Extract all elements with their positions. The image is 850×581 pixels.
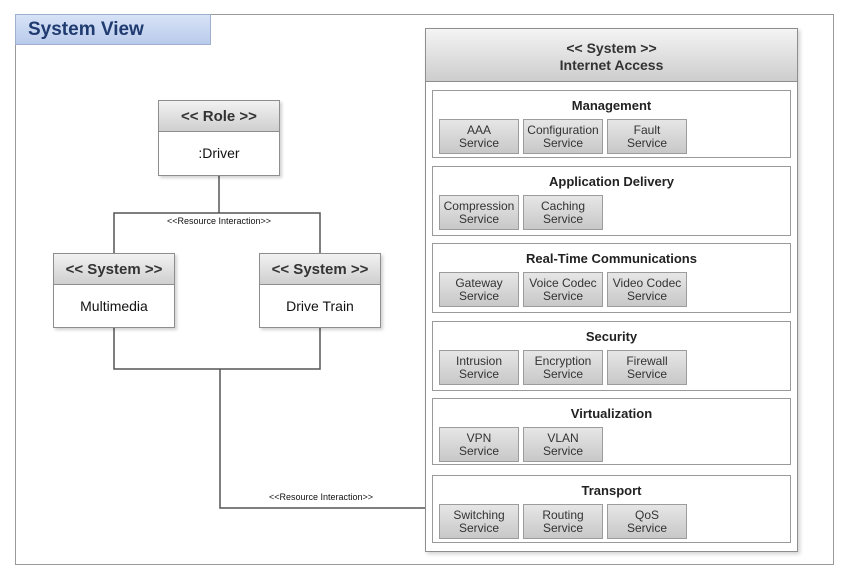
role-stereotype: << Role >> xyxy=(159,101,279,132)
drivetrain-stereotype: << System >> xyxy=(260,254,380,285)
service-kind: Service xyxy=(626,289,667,303)
group-title: Management xyxy=(571,98,652,113)
group-title: Virtualization xyxy=(570,406,653,421)
service-name: Firewall xyxy=(626,354,668,368)
service-name: Fault xyxy=(633,123,661,137)
internet-system-name: Internet Access xyxy=(559,57,664,73)
service-kind: Service xyxy=(626,136,667,150)
service-name: Compression xyxy=(443,199,515,213)
service-name: AAA xyxy=(466,123,491,137)
service-name: Video Codec xyxy=(612,276,682,290)
service-name: Routing xyxy=(542,508,584,522)
service-kind: Service xyxy=(542,521,583,535)
view-title-tab[interactable]: System View xyxy=(15,14,211,45)
service-name: Voice Codec xyxy=(529,276,597,290)
service-kind: Service xyxy=(458,289,499,303)
service-kind: Service xyxy=(458,136,499,150)
group-title: Application Delivery xyxy=(549,174,674,189)
service-kind: Service xyxy=(542,289,583,303)
service-kind: Service xyxy=(458,521,499,535)
service-kind: Service xyxy=(458,444,499,458)
internet-system-stereotype: << System >> xyxy=(566,40,657,56)
service-name: Intrusion xyxy=(455,354,503,368)
service-kind: Service xyxy=(542,212,583,226)
service-kind: Service xyxy=(626,521,667,535)
service-name: VLAN xyxy=(547,431,579,445)
service-kind: Service xyxy=(542,444,583,458)
internet-system-header: << System >> Internet Access xyxy=(426,29,797,82)
service-name: VPN xyxy=(466,431,492,445)
drivetrain-system-node[interactable]: << System >> Drive Train xyxy=(259,253,381,328)
group-title: Transport xyxy=(581,483,642,498)
multimedia-system-node[interactable]: << System >> Multimedia xyxy=(53,253,175,328)
service-kind: Service xyxy=(458,212,499,226)
service-kind: Service xyxy=(458,367,499,381)
multimedia-name: Multimedia xyxy=(80,298,148,314)
service-name: Configuration xyxy=(527,123,599,137)
service-name: Caching xyxy=(540,199,586,213)
bottom-connector-label: <<Resource Interaction>> xyxy=(269,492,374,502)
service-kind: Service xyxy=(626,367,667,381)
role-driver-node[interactable]: << Role >> :Driver xyxy=(158,100,280,176)
service-name: Switching xyxy=(453,508,505,522)
drivetrain-name: Drive Train xyxy=(286,298,354,314)
group-title: Real-Time Communications xyxy=(526,251,697,266)
service-name: QoS xyxy=(634,508,659,522)
service-kind: Service xyxy=(542,136,583,150)
group-title: Security xyxy=(585,329,638,344)
top-connector-label: <<Resource Interaction>> xyxy=(167,216,272,226)
multimedia-stereotype: << System >> xyxy=(54,254,174,285)
role-name: :Driver xyxy=(198,145,240,161)
service-name: Gateway xyxy=(455,276,503,290)
service-kind: Service xyxy=(542,367,583,381)
service-name: Encryption xyxy=(534,354,592,368)
